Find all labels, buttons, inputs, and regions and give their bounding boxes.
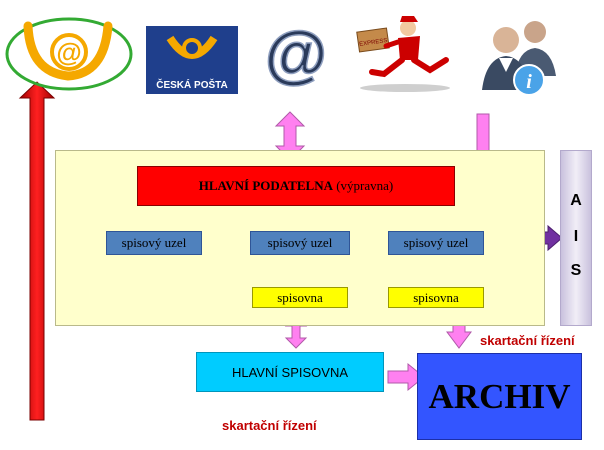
spisovy-uzel-center: spisový uzel — [250, 231, 350, 255]
archiv-box: ARCHIV — [417, 353, 582, 440]
courier-icon: EXPRESS — [356, 16, 450, 92]
ais-box — [560, 150, 592, 326]
hlavni-podatelna-box: HLAVNÍ PODATELNA (výpravna) — [137, 166, 455, 206]
svg-text:@: @ — [265, 18, 327, 90]
spisovna-right: spisovna — [388, 287, 484, 308]
at-sign-icon: @ — [264, 17, 328, 91]
spisovy-uzel-left-label: spisový uzel — [121, 235, 187, 250]
podatelna-subtitle: (výpravna) — [336, 178, 394, 193]
ais-letter-s: S — [570, 262, 582, 279]
spisovy-uzel-left: spisový uzel — [106, 231, 202, 255]
svg-text:@: @ — [56, 37, 81, 67]
spisovna-right-label: spisovna — [413, 289, 459, 305]
hlavni-spisovna-box: HLAVNÍ SPISOVNA — [196, 352, 384, 392]
podatelna-title: HLAVNÍ PODATELNA — [198, 178, 333, 193]
skartace-label-right: skartační řízení — [480, 333, 575, 348]
svg-text:i: i — [526, 71, 532, 93]
spisovy-uzel-right-label: spisový uzel — [403, 235, 469, 250]
spisovna-center: spisovna — [252, 287, 348, 308]
users-info-icon: i — [482, 21, 556, 96]
svg-text:EXPRESS: EXPRESS — [359, 38, 388, 48]
ais-letter-a: A — [570, 192, 582, 209]
spisovy-uzel-right: spisový uzel — [388, 231, 484, 255]
arrow-hlavni-spisovna-archiv — [387, 362, 425, 392]
hlavni-spisovna-label: HLAVNÍ SPISOVNA — [231, 364, 349, 380]
spisovna-center-label: spisovna — [277, 289, 323, 305]
archiv-label: ARCHIV — [428, 376, 571, 416]
ceska-posta-label: ČESKÁ POŠTA — [156, 78, 228, 91]
skartace-label-bottom: skartační řízení — [222, 418, 317, 433]
at-email-icon: @ — [5, 17, 133, 91]
ceska-posta-logo-icon: ČESKÁ POŠTA — [146, 26, 238, 94]
ais-letter-i: I — [573, 228, 579, 245]
spisovy-uzel-center-label: spisový uzel — [267, 235, 333, 250]
red-return-arrow — [18, 81, 56, 421]
